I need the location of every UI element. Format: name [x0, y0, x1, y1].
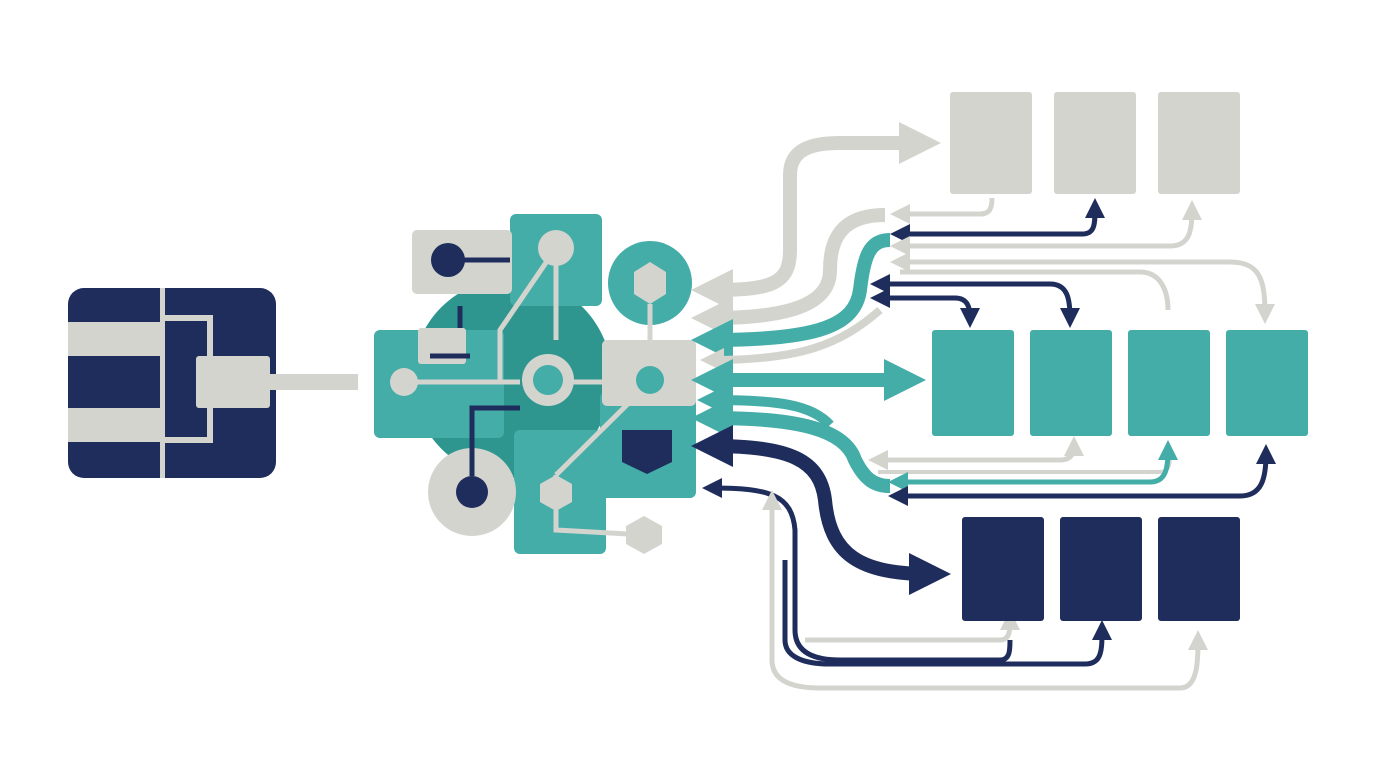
connection-arrows [691, 122, 1208, 691]
chip-connector-line [270, 374, 358, 390]
circuit-network-icon [374, 214, 696, 554]
bottom-group-box-3 [1158, 517, 1240, 621]
bottom-group-box-1 [962, 517, 1044, 621]
chip-icon [68, 288, 276, 478]
bottom-group-box-2 [1060, 517, 1142, 621]
top-group-box-3 [1158, 92, 1240, 194]
top-group-box-2 [1054, 92, 1136, 194]
top-group-box-1 [950, 92, 1032, 194]
middle-group-box-4 [1226, 330, 1308, 436]
output-boxes [932, 92, 1308, 621]
middle-group-box-1 [932, 330, 1014, 436]
middle-group-box-2 [1030, 330, 1112, 436]
relay-arrows [868, 197, 1276, 506]
middle-group-box-3 [1128, 330, 1210, 436]
